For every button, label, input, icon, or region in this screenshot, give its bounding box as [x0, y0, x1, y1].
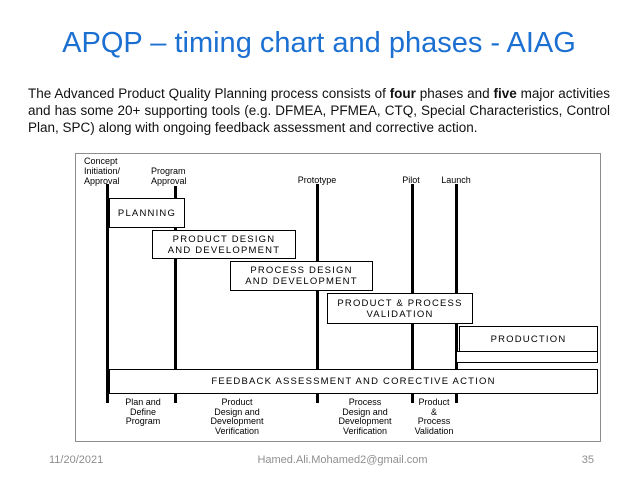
intro-bold-five: five	[493, 86, 517, 101]
intro-text-3: major activities and has some 20+ suppor…	[28, 86, 611, 135]
footer-email: Hamed.Ali.Mohamed2@gmail.com	[257, 454, 428, 466]
phase-box-process-design: PROCESS DESIGN AND DEVELOPMENT	[230, 261, 373, 291]
footer-date: 11/20/2021	[49, 454, 104, 466]
phase-box-product-design: PRODUCT DESIGN AND DEVELOPMENT	[152, 230, 296, 259]
milestone-label-pilot: Pilot	[402, 175, 420, 185]
activity-label-process-design-verification: Process Design and Development Verificat…	[338, 397, 392, 436]
phase-box-planning: PLANNING	[109, 198, 185, 228]
intro-text-2: phases and	[415, 86, 494, 101]
milestone-label-program-approval: Program Approval	[151, 166, 187, 186]
milestone-label-concept-approval: Concept Initiation/ Approval	[84, 156, 121, 186]
milestone-label-prototype: Prototype	[297, 175, 337, 185]
production-extension-strip	[456, 351, 598, 363]
intro-text-1: The Advanced Product Quality Planning pr…	[28, 86, 390, 101]
feedback-bar: FEEDBACK ASSESSMENT AND CORECTIVE ACTION	[109, 369, 598, 394]
intro-paragraph: The Advanced Product Quality Planning pr…	[28, 85, 610, 136]
phase-box-production: PRODUCTION	[459, 326, 598, 353]
activity-label-product-design-verification: Product Design and Development Verificat…	[210, 397, 264, 436]
milestone-line-prototype	[316, 184, 319, 403]
milestone-label-launch: Launch	[441, 175, 471, 185]
activity-label-product-process-validation: Product & Process Validation	[414, 397, 454, 436]
slide-footer: 11/20/2021 Hamed.Ali.Mohamed2@gmail.com …	[0, 450, 638, 470]
intro-bold-four: four	[389, 86, 416, 101]
phase-box-product-process-validation: PRODUCT & PROCESS VALIDATION	[327, 293, 473, 324]
milestone-line-concept-approval	[106, 184, 109, 403]
footer-slide-number: 35	[581, 454, 594, 466]
slide-title: APQP – timing chart and phases - AIAG	[62, 27, 576, 59]
activity-label-plan-define: Plan and Define Program	[125, 397, 161, 426]
milestone-line-program-approval	[174, 186, 177, 403]
